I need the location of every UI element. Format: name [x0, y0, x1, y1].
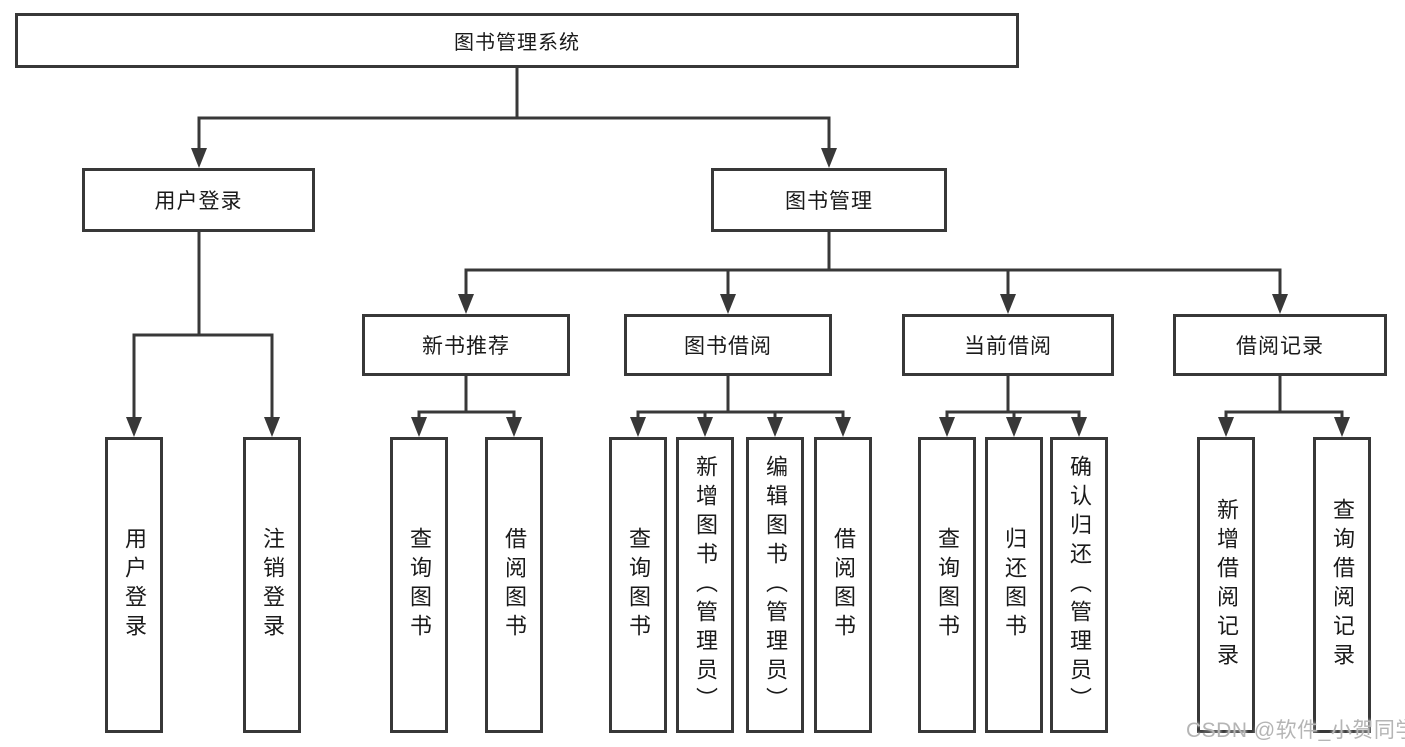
arrow-down-icon [411, 417, 427, 437]
node-nbr-query-books: 查询图书 [390, 437, 448, 733]
arrow-down-icon [767, 417, 783, 437]
arrow-down-icon [1272, 294, 1288, 314]
arrow-down-icon [264, 417, 280, 437]
node-br-add-borrow-record: 新增借阅记录 [1197, 437, 1255, 733]
node-book-borrowing: 图书借阅 [624, 314, 832, 376]
arrow-down-icon [835, 417, 851, 437]
connector-user-login-children [126, 232, 280, 437]
node-user-login: 用户登录 [82, 168, 315, 232]
arrow-down-icon [1006, 417, 1022, 437]
node-cb-return-books: 归还图书 [985, 437, 1043, 733]
node-user-login-leaf: 用户登录 [105, 437, 163, 733]
arrow-down-icon [821, 148, 837, 168]
connector-root-to-branches [191, 68, 837, 168]
connector-current-borrowing-children [939, 376, 1087, 437]
arrow-down-icon [630, 417, 646, 437]
connector-book-borrowing-children [630, 376, 851, 437]
node-bb-query-books: 查询图书 [609, 437, 667, 733]
node-logout-leaf: 注销登录 [243, 437, 301, 733]
arrow-down-icon [191, 148, 207, 168]
node-current-borrowing: 当前借阅 [902, 314, 1114, 376]
arrow-down-icon [1334, 417, 1350, 437]
arrow-down-icon [720, 294, 736, 314]
arrow-down-icon [126, 417, 142, 437]
node-book-management: 图书管理 [711, 168, 947, 232]
connector-book-management-children [458, 232, 1288, 314]
node-br-query-borrow-record: 查询借阅记录 [1313, 437, 1371, 733]
arrow-down-icon [697, 417, 713, 437]
node-library-management-system: 图书管理系统 [15, 13, 1019, 68]
node-bb-edit-books-admin: 编辑图书（管理员） [746, 437, 804, 733]
node-bb-borrow-books: 借阅图书 [814, 437, 872, 733]
connector-new-book-recommendation-children [411, 376, 522, 437]
arrow-down-icon [458, 294, 474, 314]
node-cb-confirm-return-admin: 确认归还（管理员） [1050, 437, 1108, 733]
connector-borrowing-records-children [1218, 376, 1350, 437]
arrow-down-icon [1218, 417, 1234, 437]
watermark: CSDN @软件_小贺同学 [1186, 719, 1405, 742]
node-borrowing-records: 借阅记录 [1173, 314, 1387, 376]
node-bb-add-books-admin: 新增图书（管理员） [676, 437, 734, 733]
node-cb-query-books: 查询图书 [918, 437, 976, 733]
arrow-down-icon [506, 417, 522, 437]
arrow-down-icon [939, 417, 955, 437]
node-nbr-borrow-books: 借阅图书 [485, 437, 543, 733]
arrow-down-icon [1071, 417, 1087, 437]
arrow-down-icon [1000, 294, 1016, 314]
node-new-book-recommendation: 新书推荐 [362, 314, 570, 376]
